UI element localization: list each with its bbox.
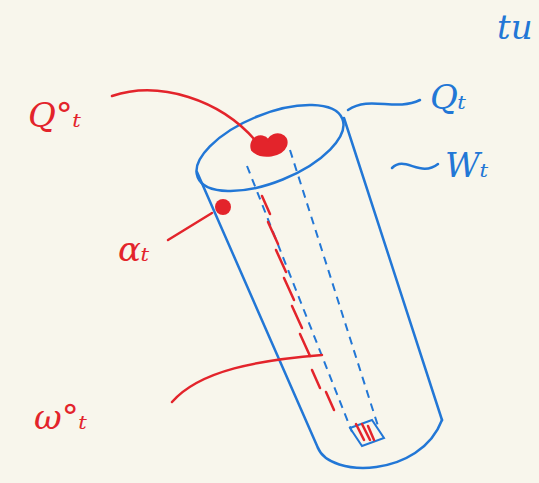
inner-tube-bottom [350, 420, 384, 446]
hatching [262, 196, 374, 440]
leader-line [172, 355, 322, 402]
red-region [251, 134, 286, 155]
leader-line [348, 100, 420, 110]
leader-line [112, 90, 255, 140]
leader-line [168, 213, 212, 240]
set-label: Wₜ [445, 148, 488, 182]
leader-line [392, 164, 438, 169]
inner-tube-edge [290, 150, 378, 426]
set-label: Q°ₜ [28, 98, 81, 132]
cylinder-side [344, 118, 442, 420]
alpha-point [215, 199, 231, 215]
set-label: ω°ₜ [34, 400, 87, 434]
inner-tube-edge [247, 166, 352, 432]
set-label: Qₜ [430, 80, 466, 114]
corner-note: tu [497, 10, 533, 44]
bottom-arc [318, 420, 442, 468]
cylinder-side [197, 172, 318, 448]
point-label: αₜ [118, 232, 149, 266]
